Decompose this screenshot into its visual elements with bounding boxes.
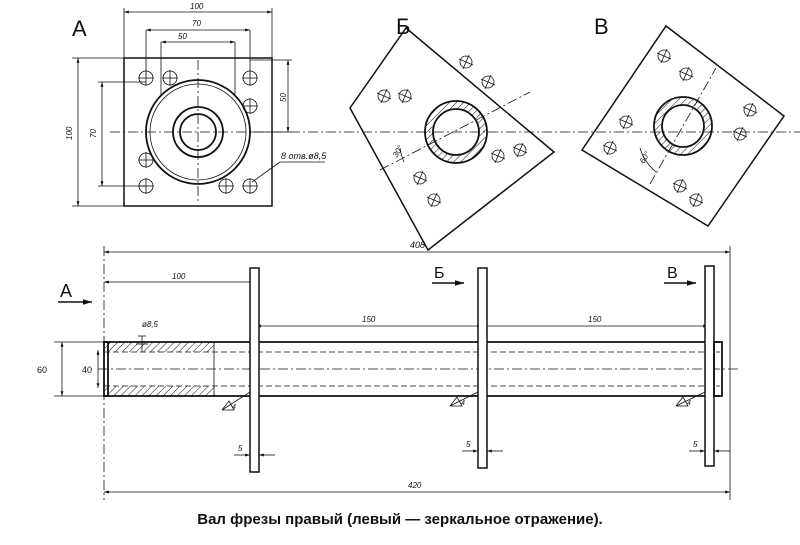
svg-text:5: 5: [466, 440, 471, 449]
flange-plate-3: [704, 265, 715, 467]
view-v-tube-inner: [661, 104, 705, 148]
view-b-plate: [349, 26, 556, 252]
view-v-angle: 60°: [638, 149, 652, 165]
weld-mark-1: 4: [221, 391, 251, 411]
dim-span2: 150: [588, 315, 602, 324]
view-v: В 60°: [580, 14, 786, 228]
view-b-label: Б: [396, 14, 410, 39]
dim-100-top: 100: [190, 2, 204, 11]
left-section-hatch-bottom: [104, 386, 214, 396]
view-a-outer-flange: [145, 79, 251, 185]
dim-50-right: 50: [279, 93, 288, 102]
view-v-diagonal-centerline: [649, 67, 717, 185]
view-v-label: В: [594, 14, 609, 39]
dim-100-left: 100: [65, 126, 74, 140]
view-a-tube-outer: [172, 106, 224, 158]
view-a: А 100 70 50 100 70 50: [65, 2, 800, 207]
svg-text:5: 5: [693, 440, 698, 449]
svg-text:4: 4: [232, 404, 236, 411]
dim-408: 408: [410, 240, 425, 250]
dim-100-side: 100: [172, 272, 186, 281]
plate-thk-3: 5: [689, 440, 730, 453]
flange-plate-2: [477, 267, 488, 469]
section-a-label: А: [60, 281, 72, 301]
view-v-angle-arc: [639, 147, 657, 173]
left-section-hatch-top: [104, 342, 214, 352]
view-v-holes: [602, 48, 758, 208]
svg-text:4: 4: [461, 400, 465, 407]
svg-text:4: 4: [687, 400, 691, 407]
view-v-plate: [580, 24, 786, 228]
view-b-angle-arc: [399, 147, 405, 163]
holes-leader: [251, 161, 281, 183]
view-a-label: А: [72, 16, 87, 41]
view-b-angle: 30°: [391, 143, 405, 159]
dim-70-left: 70: [89, 129, 98, 138]
svg-text:5: 5: [238, 444, 243, 453]
weld-mark-3: 4: [675, 391, 706, 407]
section-b-label: Б: [434, 265, 445, 282]
flange-plate-1: [249, 267, 260, 473]
view-a-flange-inner: [149, 83, 247, 181]
plate-thk-1: 5: [234, 444, 275, 457]
view-b: Б 30°: [349, 14, 556, 252]
shaft-end-cap: [713, 341, 723, 397]
plate-thk-2: 5: [462, 440, 503, 453]
view-b-diagonal-centerline: [379, 91, 531, 171]
weld-mark-2: 4: [449, 391, 479, 407]
dim-span1: 150: [362, 315, 376, 324]
view-b-holes: [376, 54, 528, 208]
side-hole-dia: ø8,5: [142, 320, 159, 329]
dim-dia-40: 40: [82, 365, 92, 375]
side-view: 408 100 150 150 А Б В ø8,5: [37, 240, 740, 500]
section-v-label: В: [667, 265, 678, 282]
holes-note: 8 отв.ø8,5: [281, 151, 327, 161]
dim-dia-60: 60: [37, 365, 47, 375]
dim-50-top: 50: [178, 32, 187, 41]
view-a-tube-inner: [179, 113, 217, 151]
drawing-caption: Вал фрезы правый (левый — зеркальное отр…: [197, 511, 603, 528]
dim-70-top: 70: [192, 19, 201, 28]
dim-420: 420: [408, 481, 422, 490]
view-a-holes: [138, 70, 258, 194]
